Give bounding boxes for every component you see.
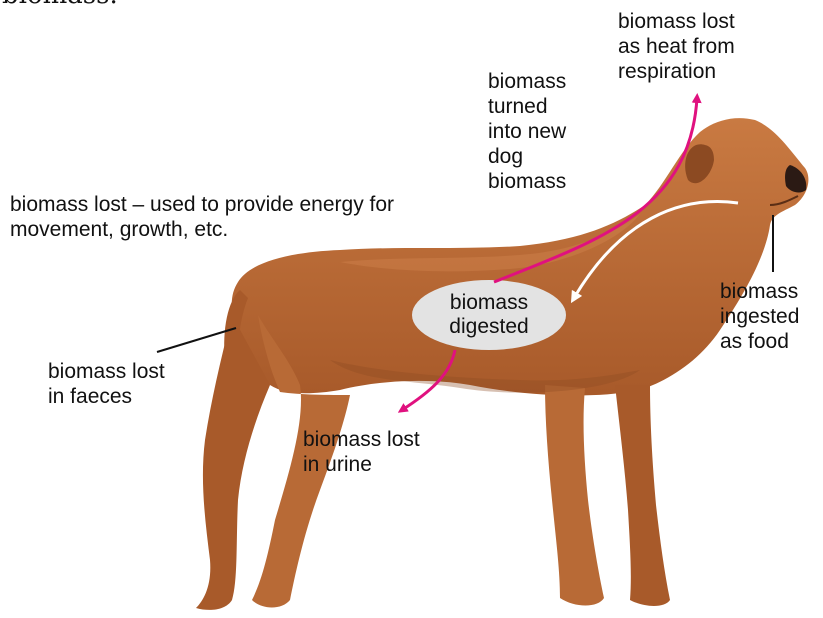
label-digested: biomass digested bbox=[414, 291, 564, 339]
label-new-line: into new bbox=[488, 119, 566, 144]
label-faeces-line: biomass lost bbox=[48, 359, 165, 384]
label-energy-movement: biomass lost – used to provide energy fo… bbox=[10, 192, 394, 242]
label-urine: biomass lost in urine bbox=[303, 427, 420, 477]
label-energy-line: movement, growth, etc. bbox=[10, 217, 394, 242]
label-heat-line: biomass lost bbox=[618, 9, 735, 34]
label-heat-respiration: biomass lost as heat from respiration bbox=[618, 9, 735, 84]
label-urine-line: in urine bbox=[303, 452, 420, 477]
label-digested-line: digested bbox=[414, 315, 564, 339]
label-heat-line: respiration bbox=[618, 59, 735, 84]
label-ingested-line: as food bbox=[720, 329, 799, 354]
label-new-line: dog bbox=[488, 144, 566, 169]
label-digested-line: biomass bbox=[414, 291, 564, 315]
label-ingested-line: biomass bbox=[720, 279, 799, 304]
label-faeces-line: in faeces bbox=[48, 384, 165, 409]
label-faeces: biomass lost in faeces bbox=[48, 359, 165, 409]
label-new-line: turned bbox=[488, 94, 566, 119]
label-new-dog-biomass: biomass turned into new dog biomass bbox=[488, 69, 566, 194]
label-new-line: biomass bbox=[488, 169, 566, 194]
label-urine-line: biomass lost bbox=[303, 427, 420, 452]
label-ingested-line: ingested bbox=[720, 304, 799, 329]
label-ingested-food: biomass ingested as food bbox=[720, 279, 799, 354]
label-heat-line: as heat from bbox=[618, 34, 735, 59]
label-new-line: biomass bbox=[488, 69, 566, 94]
label-energy-line: biomass lost – used to provide energy fo… bbox=[10, 192, 394, 217]
